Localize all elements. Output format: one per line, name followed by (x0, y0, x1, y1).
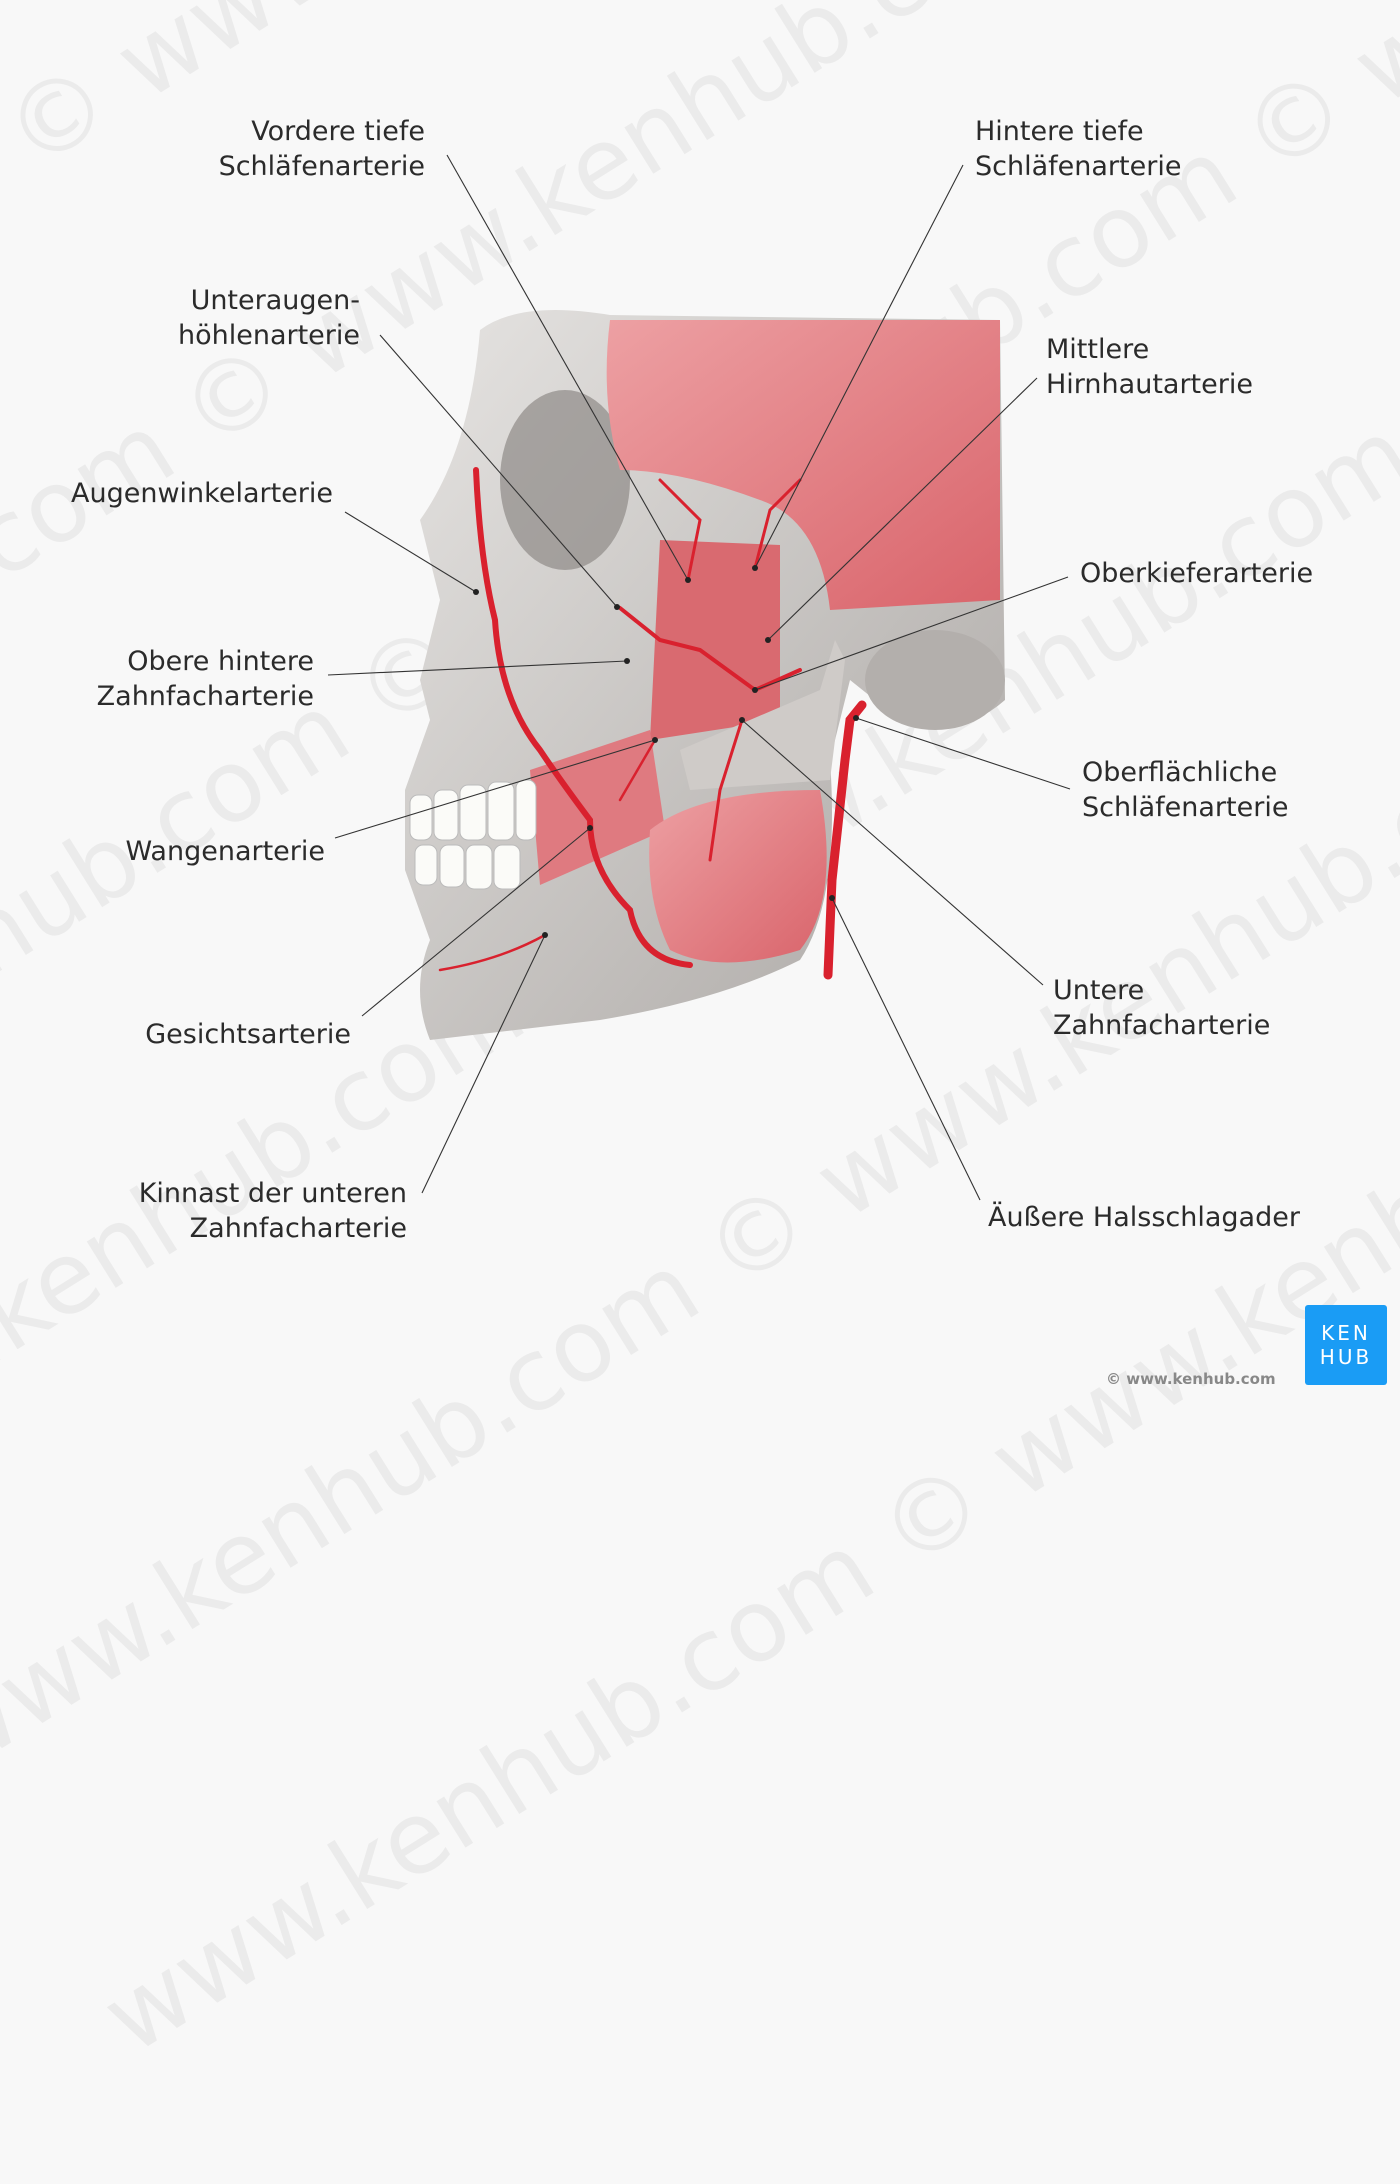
ear-region (865, 630, 1005, 730)
copyright-credit: © www.kenhub.com (1106, 1370, 1276, 1388)
label-facial-artery: Gesichtsarterie (145, 1019, 351, 1050)
inferior-alveolar-artery (708, 718, 744, 862)
label-maxillary-artery: Oberkieferarterie (1080, 558, 1314, 589)
leader-lines (327, 154, 1071, 1201)
label-infraorbital-artery: Unteraugen-höhlenarterie (177, 285, 360, 351)
label-external-carotid-artery: Äußere Halsschlagader (988, 1202, 1300, 1233)
label-angular-artery: Augenwinkelarterie (71, 478, 333, 509)
mandible-ramus (680, 640, 845, 790)
orbit (500, 390, 630, 570)
teeth (409, 779, 537, 890)
pterygoid-muscle (650, 540, 780, 740)
mental-branch (438, 933, 547, 972)
temporalis-muscle (606, 320, 1000, 610)
label-buccal-artery: Wangenarterie (125, 836, 325, 867)
leader-dots (473, 565, 859, 938)
skull-illustration (327, 154, 1071, 1201)
buccal-artery (618, 738, 657, 802)
arteries (438, 467, 867, 980)
buccinator-muscle (530, 730, 665, 885)
external-carotid-artery (823, 700, 867, 980)
deep-temporal-branches (658, 478, 802, 582)
facial-artery (473, 467, 693, 968)
masseter-muscle (649, 790, 827, 963)
maxillary-artery (618, 606, 802, 693)
